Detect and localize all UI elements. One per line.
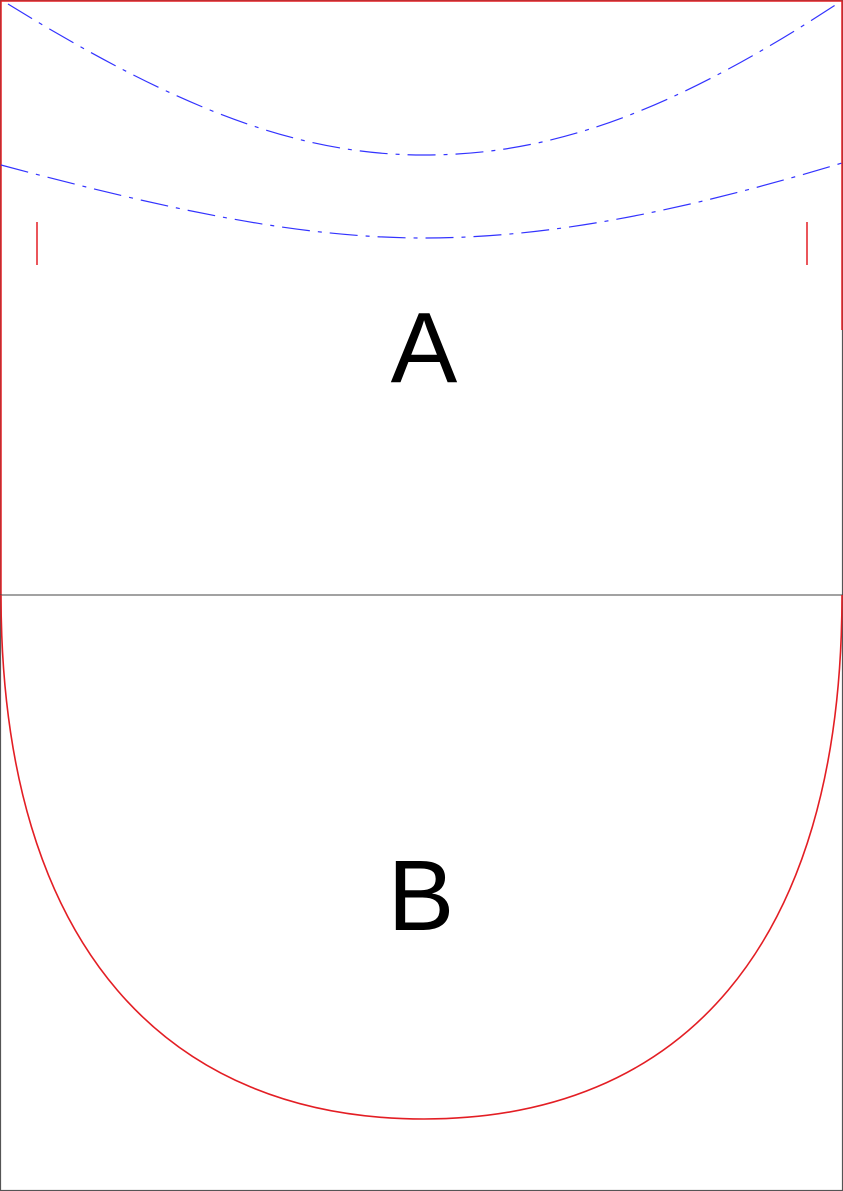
piece-a-label: A xyxy=(391,292,458,404)
piece-b-label: B xyxy=(388,840,455,952)
lower-fold-curve xyxy=(0,162,843,239)
upper-fold-curve xyxy=(7,1,841,156)
piece-b-cut-outline xyxy=(0,594,843,1120)
piece-a-cut-outline xyxy=(0,0,843,595)
